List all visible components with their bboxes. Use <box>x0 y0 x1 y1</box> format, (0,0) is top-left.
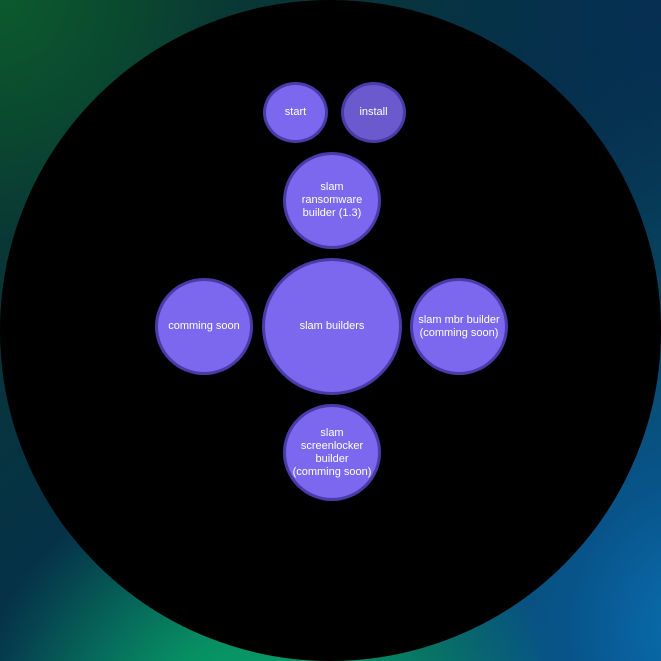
start-button[interactable]: start <box>263 82 328 143</box>
mbr-builder-button[interactable]: slam mbr builder (comming soon) <box>410 278 508 375</box>
ransomware-builder-button[interactable]: slam ransomware builder (1.3) <box>283 152 381 249</box>
slam-builders-button[interactable]: slam builders <box>262 258 402 395</box>
screenlocker-builder-button[interactable]: slam screenlocker builder (comming soon) <box>283 404 381 501</box>
install-button[interactable]: install <box>341 82 406 143</box>
coming-soon-button[interactable]: comming soon <box>155 278 253 375</box>
